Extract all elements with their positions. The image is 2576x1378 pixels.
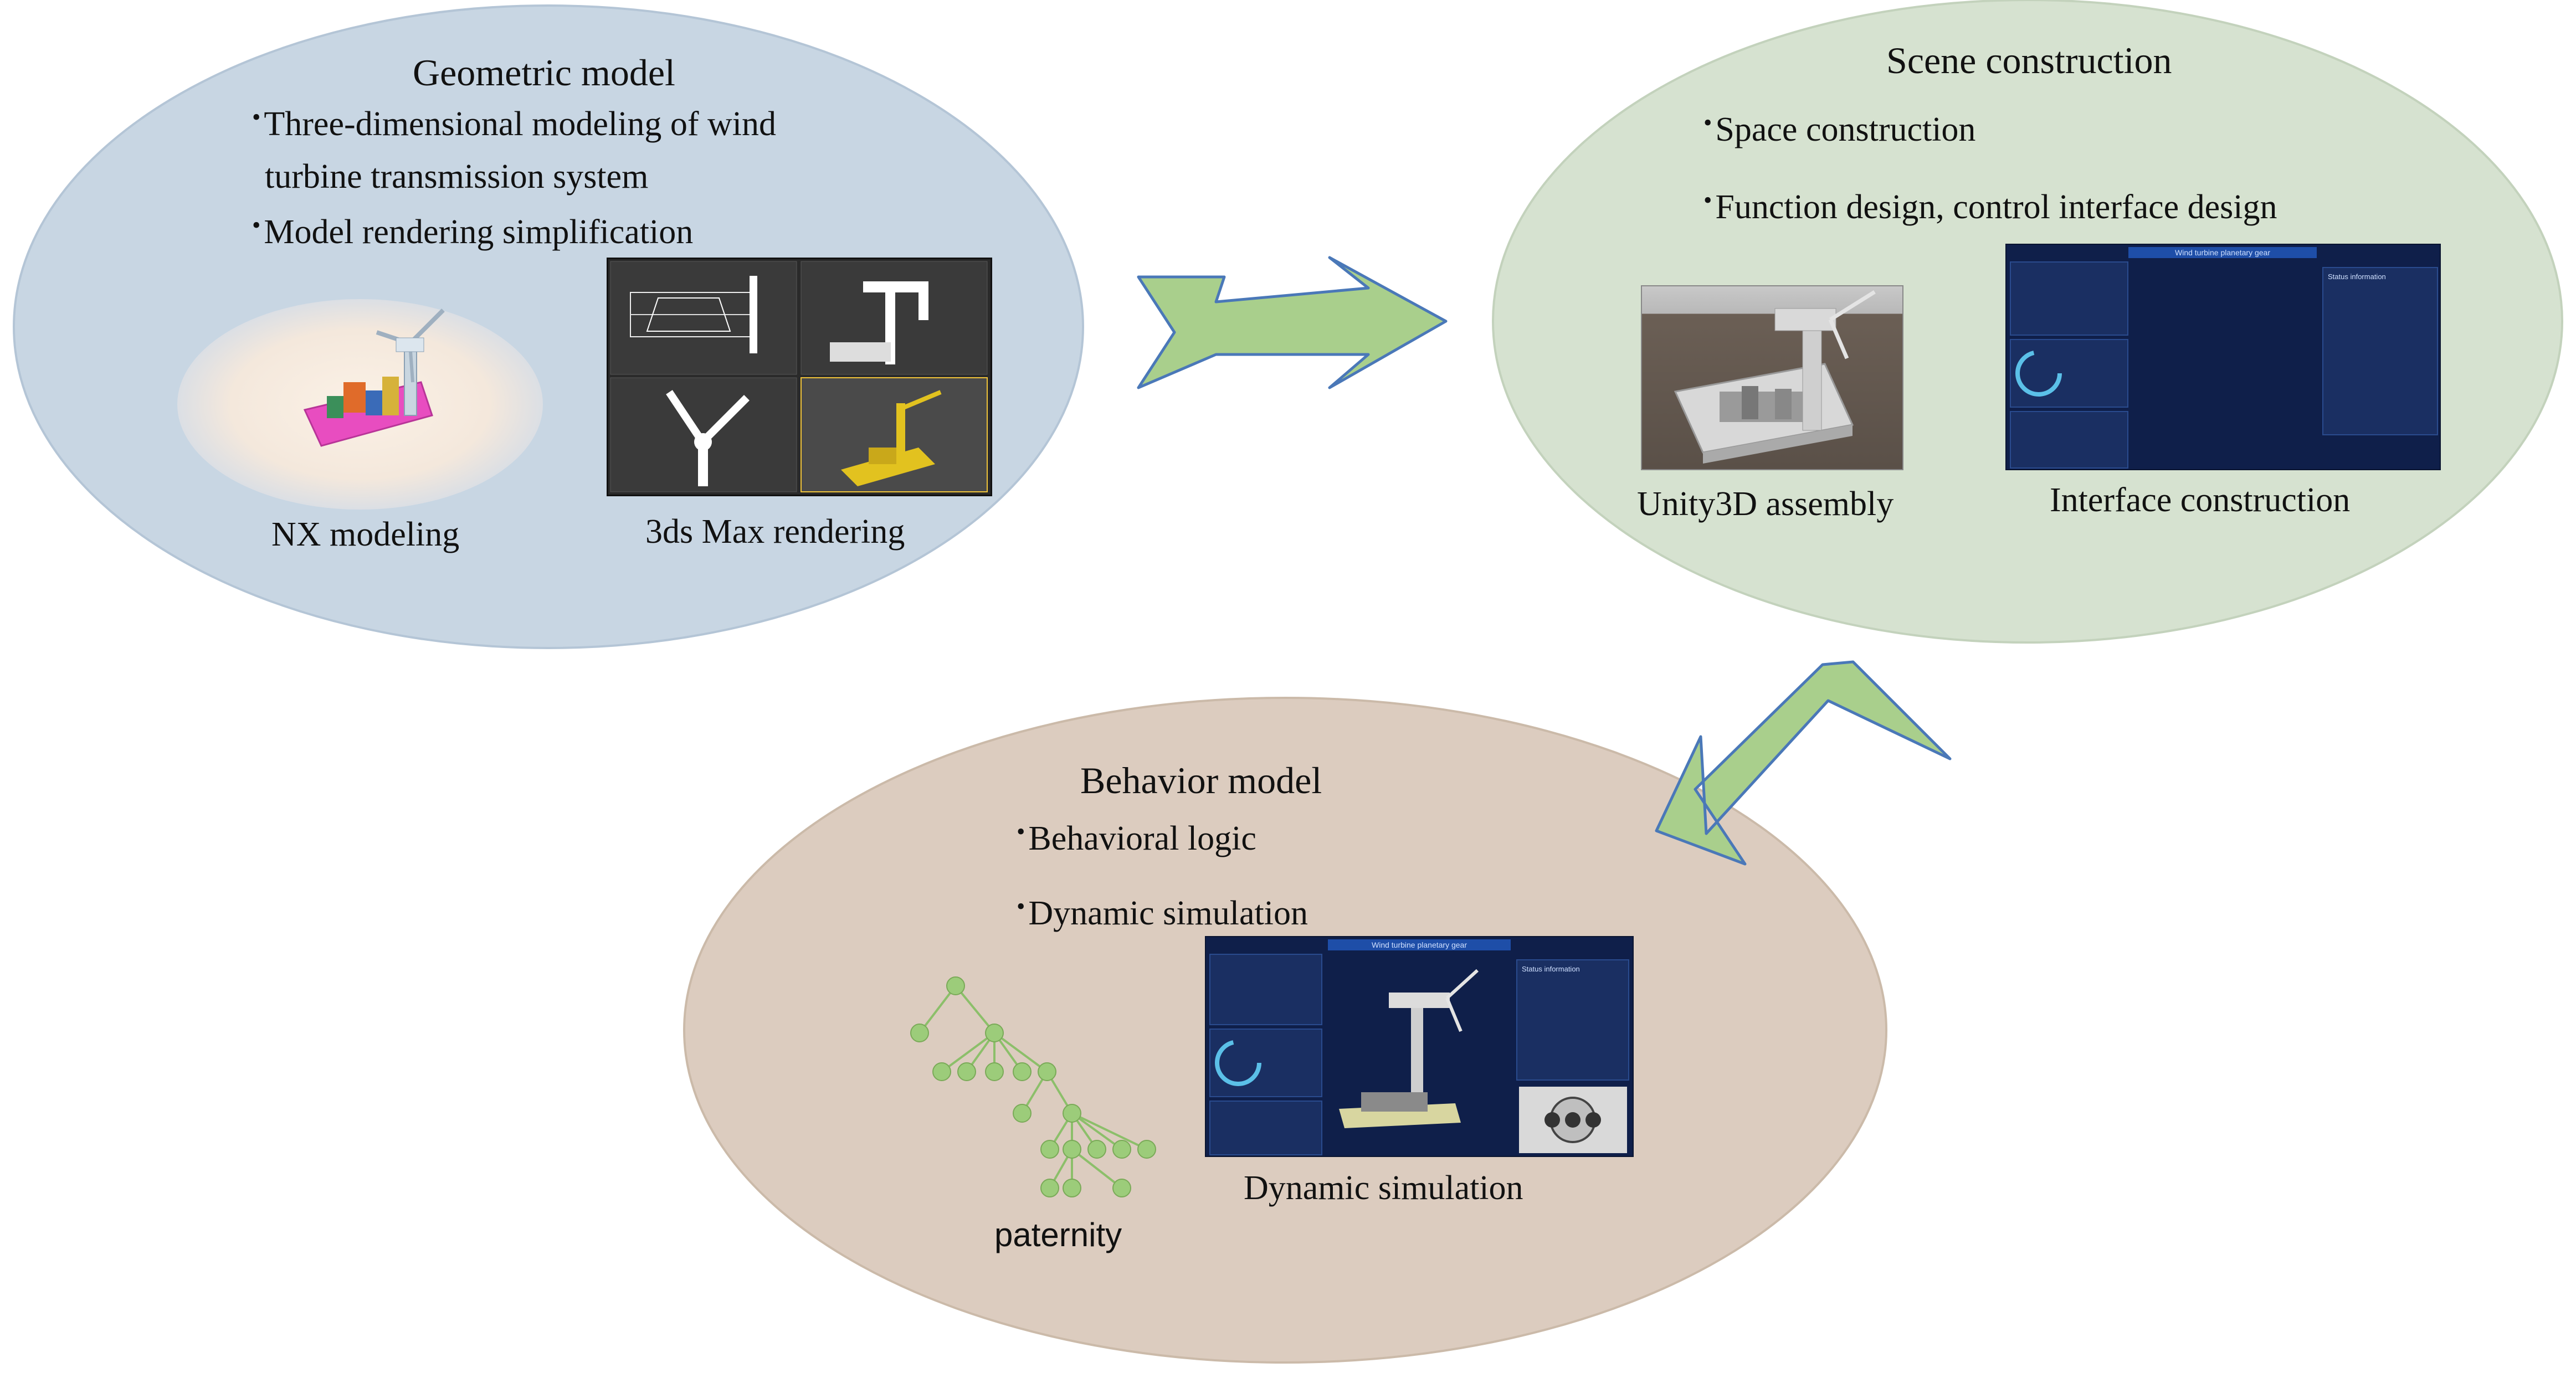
sim-left-panel-1 [1209,954,1322,1025]
sim-right-panel: Status information [1516,959,1629,1081]
interface-caption: Interface construction [2050,481,2351,519]
unity-caption: Unity3D assembly [1637,485,1894,523]
sim-caption: Dynamic simulation [1244,1169,1523,1207]
behavior-bullet-1: Behavioral logic [1017,814,1256,864]
unity-assembly-image [1641,285,1903,470]
interface-left-panel-1 [2010,261,2128,336]
sim-gear-view [1519,1087,1627,1153]
tree-caption: paternity [994,1216,1122,1253]
behavior-title: Behavior model [1080,759,1322,801]
geometric-bullet-1-cont: turbine transmission system [265,158,649,196]
scene-bullet-2: Function design, control interface desig… [1703,183,2277,233]
geometric-bullet-1: Three-dimensional modeling of wind [252,100,776,150]
sim-header: Wind turbine planetary gear [1328,939,1511,950]
right-arrow-icon [1137,256,1448,389]
sim-left-panel-3 [1209,1101,1322,1155]
geometric-bullet-2: Model rendering simplification [252,208,693,258]
interface-right-panel: Status information [2322,267,2438,435]
nx-caption: NX modeling [271,516,460,553]
max-render-image [607,258,992,496]
geometric-title: Geometric model [413,52,675,94]
interface-image: Wind turbine planetary gear Status infor… [2005,244,2441,470]
scene-bullet-1: Space construction [1703,105,1975,155]
sim-status-label: Status information [1522,965,1580,973]
behavior-bullet-2: Dynamic simulation [1017,889,1308,939]
interface-header: Wind turbine planetary gear [2128,247,2317,258]
sim-left-panel-2 [1209,1029,1322,1097]
nx-model-image [177,299,543,510]
dynamic-sim-image: Wind turbine planetary gear Status infor… [1205,936,1634,1157]
interface-status-label: Status information [2328,272,2386,281]
max-caption: 3ds Max rendering [645,513,905,551]
sim-turbine-icon [1339,969,1479,1128]
interface-left-panel-3 [2010,411,2128,469]
interface-left-panel-2 [2010,339,2128,408]
scene-title: Scene construction [1886,39,2172,81]
down-left-arrow-icon [1655,660,1952,866]
